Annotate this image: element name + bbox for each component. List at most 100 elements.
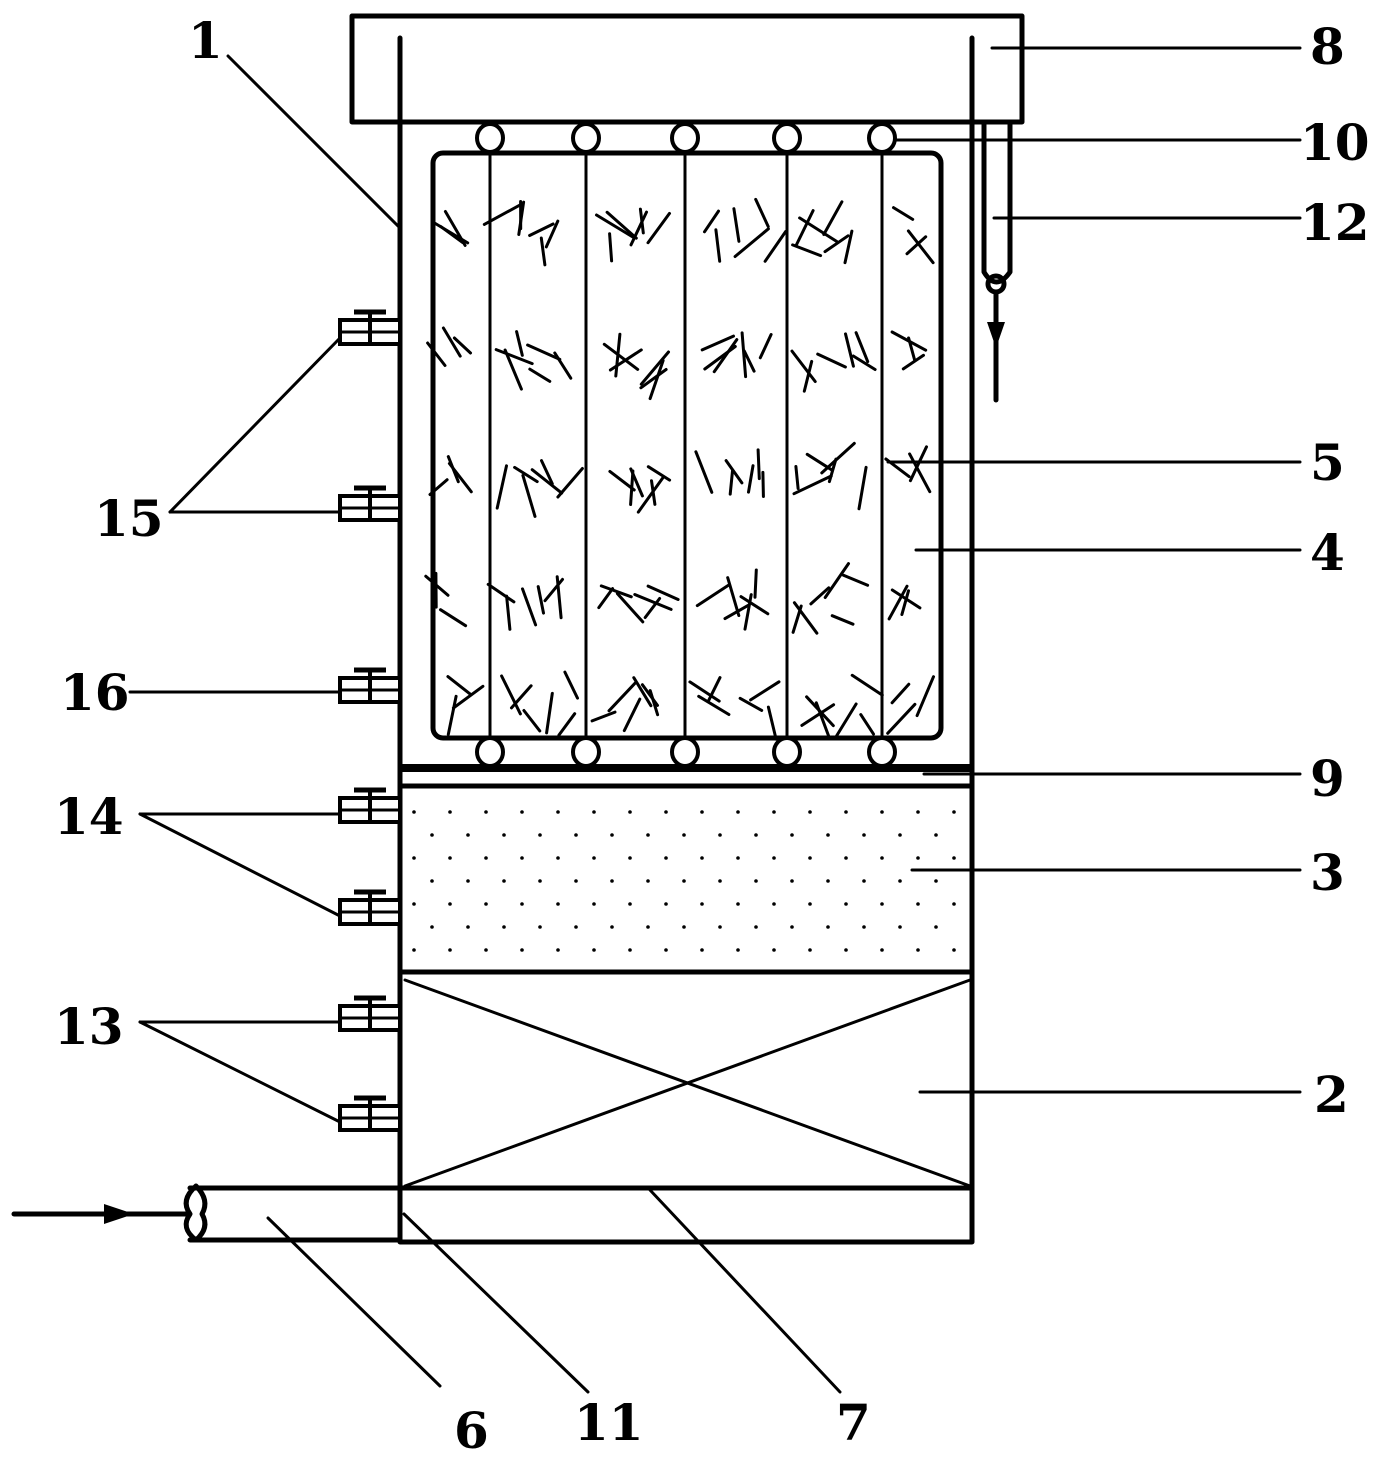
fiber-strand xyxy=(703,345,737,371)
fiber-strand xyxy=(443,210,467,247)
fiber-strand xyxy=(447,462,473,494)
label-6: 6 xyxy=(454,1401,489,1460)
filler-dot xyxy=(772,902,776,906)
filler-dot xyxy=(718,833,722,837)
fiber-strand xyxy=(800,703,836,727)
fiber-strand xyxy=(646,584,680,601)
filler-dot xyxy=(736,902,740,906)
filler-dot xyxy=(754,833,758,837)
filler-dot xyxy=(610,879,614,883)
fiber-strand xyxy=(439,608,468,628)
filler-dot xyxy=(448,948,452,952)
fiber-strand xyxy=(515,330,524,357)
fiber-strand xyxy=(732,207,741,243)
fiber-strand xyxy=(643,597,662,619)
filler-dot xyxy=(664,856,668,860)
fiber-strand xyxy=(743,593,753,631)
filler-dot xyxy=(790,833,794,837)
fiber-strand xyxy=(884,457,911,479)
fiber-strand xyxy=(441,326,462,358)
filler-dot xyxy=(952,810,956,814)
filler-dot xyxy=(898,879,902,883)
fiber-strand xyxy=(908,452,932,494)
filler-dot xyxy=(538,879,542,883)
filler-dot xyxy=(880,948,884,952)
fiber-strand xyxy=(632,676,653,708)
filler-dot xyxy=(628,856,632,860)
leader-14b xyxy=(138,812,342,918)
fiber-strand xyxy=(742,349,756,373)
filler-dot xyxy=(574,925,578,929)
fiber-strand xyxy=(859,713,875,736)
fiber-strand xyxy=(822,200,844,236)
label-11: 11 xyxy=(574,1393,644,1452)
filler-dot xyxy=(430,879,434,883)
fiber-strand xyxy=(526,343,562,361)
label-3: 3 xyxy=(1310,843,1345,902)
filler-dot xyxy=(520,948,524,952)
fiber-strand xyxy=(590,710,617,723)
label-16: 16 xyxy=(60,663,130,722)
fiber-strand xyxy=(557,712,577,737)
electrode-top-node xyxy=(867,122,897,154)
leader-1 xyxy=(226,54,402,230)
fiber-strand xyxy=(650,479,657,506)
fiber-strand xyxy=(915,675,935,718)
fiber-strand xyxy=(640,683,659,707)
filler-dot xyxy=(484,810,488,814)
fiber-strand xyxy=(740,331,748,379)
fiber-strand xyxy=(608,232,614,263)
filler-dot xyxy=(952,902,956,906)
fiber-strand xyxy=(563,670,579,700)
filler-dot xyxy=(556,948,560,952)
fiber-strand xyxy=(426,341,447,367)
fiber-strand xyxy=(854,331,870,364)
fiber-strand xyxy=(595,213,635,239)
filler-dot xyxy=(808,948,812,952)
electrode-bottom-node xyxy=(867,736,897,768)
fiber-strand xyxy=(792,474,833,496)
fiber-strand xyxy=(714,228,722,263)
packed-bed-cross xyxy=(403,978,972,1188)
filler-dot xyxy=(952,948,956,952)
fiber-strand xyxy=(503,348,523,391)
fiber-strand xyxy=(694,450,714,494)
fiber-strand xyxy=(513,465,539,484)
fiber-strand xyxy=(451,684,485,710)
filler-dot xyxy=(826,925,830,929)
filler-dot xyxy=(592,948,596,952)
filler-dot xyxy=(862,925,866,929)
filler-dot xyxy=(448,902,452,906)
fiber-media xyxy=(424,197,935,741)
filler-dot xyxy=(880,856,884,860)
filler-dot xyxy=(700,948,704,952)
fiber-strand xyxy=(754,197,770,228)
filler-dot xyxy=(898,833,902,837)
filler-dot xyxy=(844,902,848,906)
overflow-pipe xyxy=(981,121,1013,285)
filler-dot xyxy=(718,925,722,929)
fiber-strand xyxy=(733,227,770,258)
fiber-strand xyxy=(636,476,665,514)
fiber-strand xyxy=(887,584,909,621)
electrode-bottom-node xyxy=(475,736,505,768)
leader-11 xyxy=(402,1212,590,1394)
fiber-strand xyxy=(830,614,855,626)
fiber-strand xyxy=(446,694,458,736)
fiber-strand xyxy=(823,562,850,599)
filler-dot xyxy=(664,948,668,952)
fiber-strand xyxy=(823,234,850,254)
filler-dot xyxy=(430,925,434,929)
leader-13b xyxy=(138,1020,342,1124)
filler-dot xyxy=(574,833,578,837)
filler-dot xyxy=(790,925,794,929)
fiber-strand xyxy=(602,342,640,371)
filler-dot xyxy=(412,856,416,860)
fiber-strand xyxy=(886,702,917,735)
filler-dot xyxy=(538,833,542,837)
filler-dot xyxy=(628,810,632,814)
filler-dot xyxy=(466,879,470,883)
fiber-strand xyxy=(639,368,668,390)
